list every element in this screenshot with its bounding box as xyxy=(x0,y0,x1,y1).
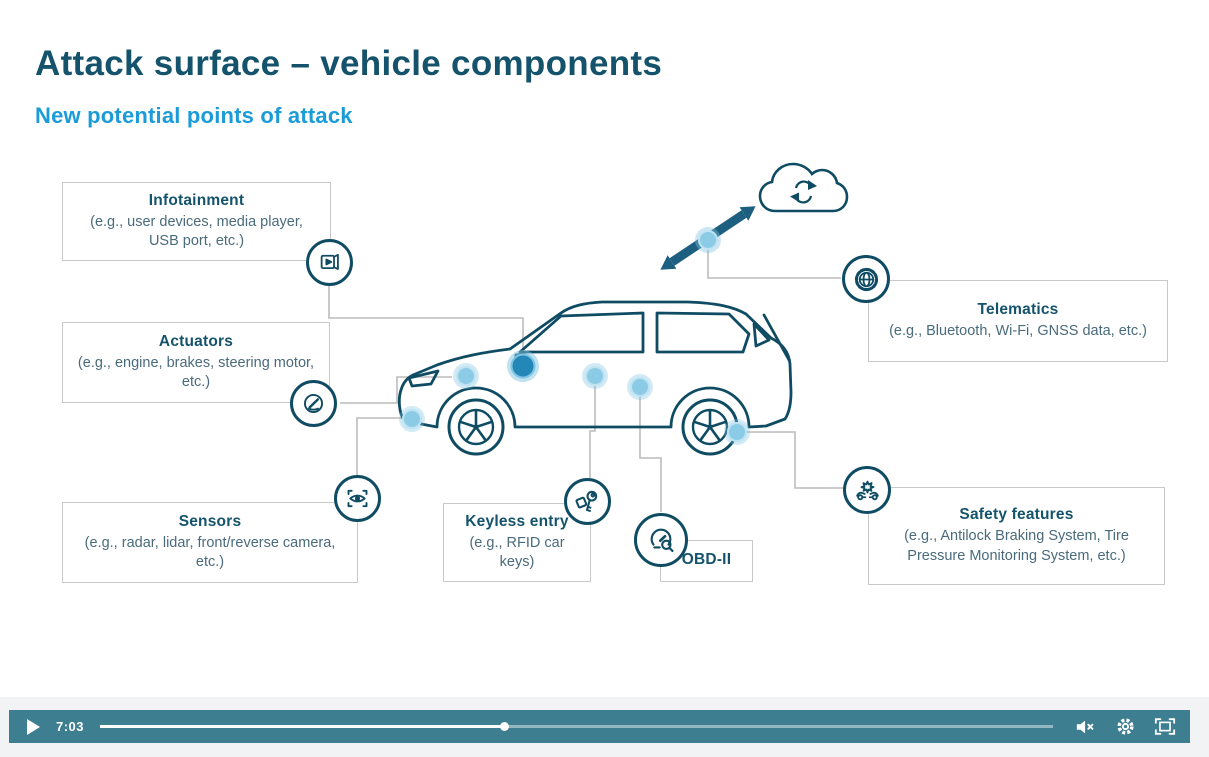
safety-features-box: Safety features (e.g., Antilock Braking … xyxy=(868,487,1165,585)
globe-gear-icon xyxy=(842,255,890,303)
rear-wheel xyxy=(681,398,739,456)
page-subtitle: New potential points of attack xyxy=(35,103,353,128)
telematics-body: (e.g., Bluetooth, Wi-Fi, GNSS data, etc.… xyxy=(889,322,1147,339)
telematics-box: Telematics (e.g., Bluetooth, Wi-Fi, GNSS… xyxy=(868,280,1168,362)
sensors-title: Sensors xyxy=(178,512,242,530)
eye-scan-icon xyxy=(334,475,381,522)
attack-point-rear xyxy=(724,419,750,445)
media-player-icon xyxy=(306,239,353,286)
gauge-magnifier-icon xyxy=(634,513,688,567)
safety-features-body: (e.g., Antilock Braking System, Tire Pre… xyxy=(904,528,1129,564)
actuators-title: Actuators xyxy=(158,332,234,350)
infotainment-body: (e.g., user devices, media player, USB p… xyxy=(90,213,303,249)
safety-features-title: Safety features xyxy=(959,506,1074,524)
settings-button[interactable] xyxy=(1115,716,1136,737)
obd-ii-title: OBD-II xyxy=(681,550,732,568)
vehicle-diagram xyxy=(328,162,849,512)
progress-played xyxy=(100,722,510,731)
quarter-window xyxy=(752,322,771,348)
infotainment-title: Infotainment xyxy=(148,191,245,209)
car-key-icon xyxy=(564,478,611,525)
front-window xyxy=(518,311,645,354)
progress-knob[interactable] xyxy=(500,722,510,731)
page-title: Attack surface – vehicle components xyxy=(35,44,663,83)
sensors-body: (e.g., radar, lidar, front/reverse camer… xyxy=(84,534,336,570)
car-outline xyxy=(397,300,793,429)
attack-point-bumper xyxy=(399,406,425,432)
cloud-sync-icon xyxy=(758,162,849,213)
gauge-icon xyxy=(290,380,337,427)
attack-point-mid xyxy=(582,363,608,389)
mute-button[interactable] xyxy=(1075,718,1097,736)
keyless-entry-body: (e.g., RFID car keys) xyxy=(469,534,565,570)
headlight xyxy=(407,369,440,388)
fullscreen-button[interactable] xyxy=(1154,717,1176,736)
keyless-entry-title: Keyless entry xyxy=(465,512,569,530)
infotainment-box: Infotainment (e.g., user devices, media … xyxy=(62,182,331,261)
keyless-entry-box: Keyless entry (e.g., RFID car keys) xyxy=(443,503,591,582)
car-collision-icon xyxy=(843,466,891,514)
actuators-box: Actuators (e.g., engine, brakes, steerin… xyxy=(62,322,330,403)
attack-points xyxy=(399,227,750,445)
video-player-bar: 7:03 xyxy=(9,710,1190,743)
attack-point-windshield xyxy=(507,350,539,382)
time-display: 7:03 xyxy=(56,719,85,734)
tailgate-line xyxy=(762,313,791,362)
telematics-title: Telematics xyxy=(977,300,1059,318)
attack-point-hood xyxy=(453,363,479,389)
rear-window xyxy=(655,311,751,354)
play-button[interactable] xyxy=(25,718,43,736)
front-wheel xyxy=(447,398,505,456)
actuators-body: (e.g., engine, brakes, steering motor, e… xyxy=(77,354,315,390)
progress-bar[interactable] xyxy=(100,722,1053,731)
attack-point-rear-door xyxy=(627,374,653,400)
attack-point-arrow xyxy=(695,227,721,253)
sensors-box: Sensors (e.g., radar, lidar, front/rever… xyxy=(62,502,358,583)
